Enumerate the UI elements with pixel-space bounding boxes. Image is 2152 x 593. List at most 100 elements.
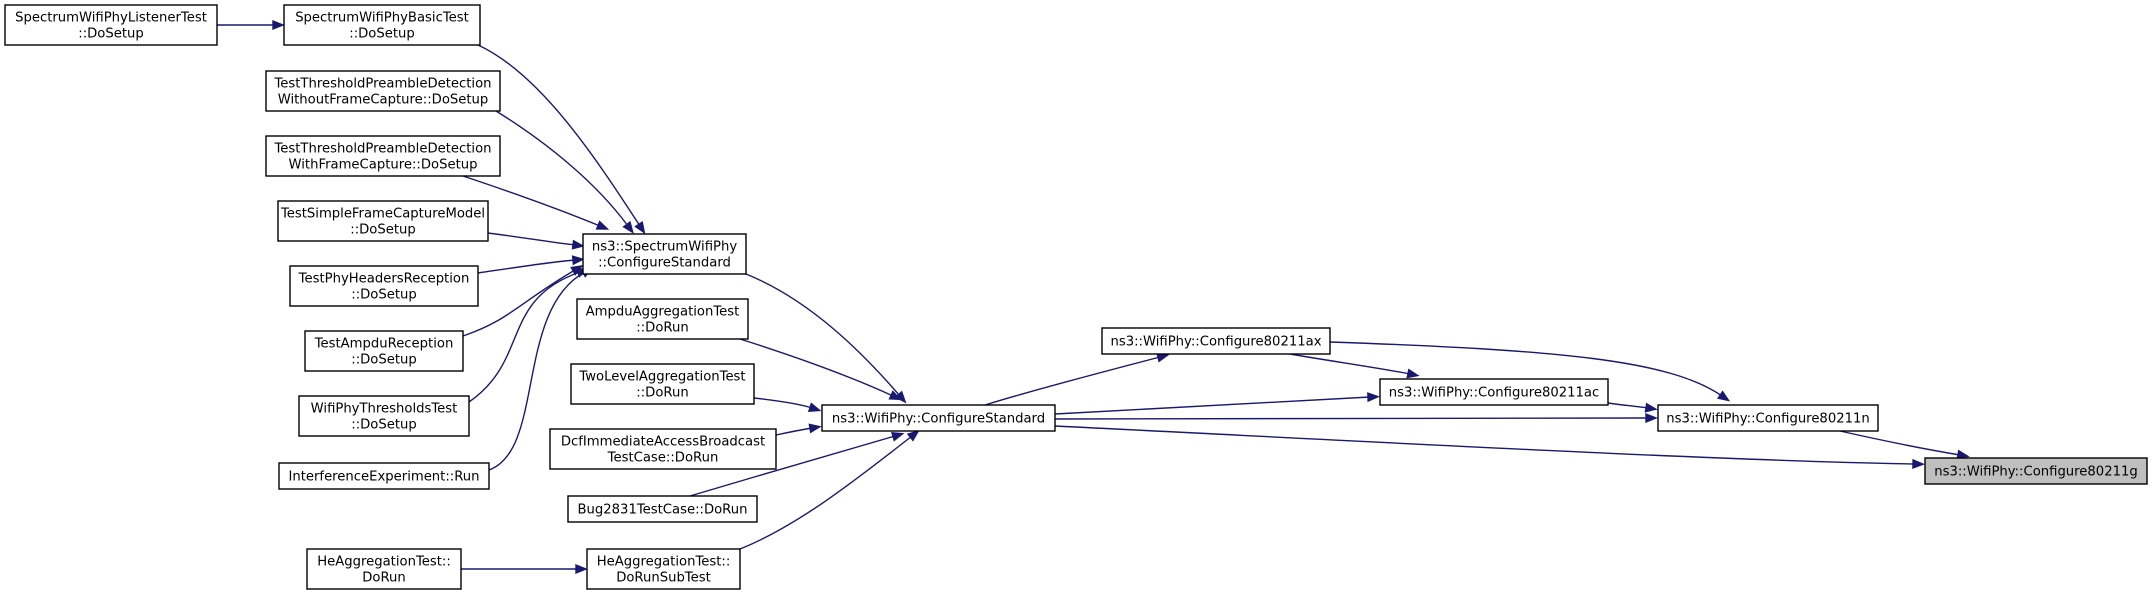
arrowhead [807, 402, 822, 412]
arrowhead [906, 429, 920, 442]
arrowhead [634, 220, 646, 235]
node-label-line: ns3::WifiPhy::Configure80211ac [1389, 386, 1599, 401]
node-label-line: TestThresholdPreambleDetection [273, 77, 491, 92]
node-simple-fc[interactable]: TestSimpleFrameCaptureModel::DoSetup [277, 200, 489, 242]
node-tpd-with[interactable]: TestThresholdPreambleDetectionWithFrameC… [265, 135, 501, 177]
node-dcf[interactable]: DcfImmediateAccessBroadcastTestCase::DoR… [549, 428, 777, 470]
node-box [1101, 327, 1331, 355]
node-tpd-without[interactable]: TestThresholdPreambleDetectionWithoutFra… [265, 70, 501, 112]
node-basic[interactable]: SpectrumWifiPhyBasicTest::DoSetup [283, 4, 481, 46]
node-label-line: ns3::WifiPhy::Configure80211g [1934, 465, 2138, 480]
node-box [304, 330, 464, 372]
edge-dcf-to-wifi_cfg [775, 423, 822, 436]
edge-thresholds-to-spectrum_cfg [468, 268, 590, 403]
node-label-line: WithoutFrameCapture::DoSetup [278, 93, 489, 108]
node-box [277, 200, 489, 242]
edge-two_level-to-wifi_cfg [753, 397, 822, 412]
edge-he_dorun-to-he_subtest [461, 563, 588, 575]
node-wifi-cfg[interactable]: ns3::WifiPhy::ConfigureStandard [821, 404, 1056, 432]
edge-tpd_with-to-spectrum_cfg [462, 175, 610, 230]
node-label-line: ::DoSetup [350, 223, 416, 238]
node-label-line: TestThresholdPreambleDetection [273, 142, 491, 157]
node-box [1379, 378, 1609, 406]
arrowhead [1644, 402, 1658, 413]
arrowhead [1406, 368, 1420, 379]
node-cfg-ax[interactable]: ns3::WifiPhy::Configure80211ax [1101, 327, 1331, 355]
node-interference[interactable]: InterferenceExperiment::Run [278, 462, 490, 490]
node-label-line: HeAggregationTest:: [317, 555, 451, 570]
node-label-line: Bug2831TestCase::DoRun [578, 503, 748, 518]
node-ampdu-rx[interactable]: TestAmpduReception::DoSetup [304, 330, 464, 372]
node-label-line: WifiPhyThresholdsTest [311, 402, 458, 417]
node-he-subtest[interactable]: HeAggregationTest::DoRunSubTest [586, 548, 741, 590]
edge-wifi_cfg-to-cfg_g [1054, 425, 1925, 469]
edge-simple_fc-to-spectrum_cfg [487, 232, 585, 250]
arrowhead [595, 220, 610, 230]
arrowhead [1645, 412, 1658, 424]
edge-cfg_ac-to-cfg_n [1607, 402, 1658, 413]
node-two-level[interactable]: TwoLevelAggregationTest::DoRun [570, 363, 755, 405]
node-box [570, 363, 755, 405]
node-label-line: ::DoSetup [349, 27, 415, 42]
arrowhead [1367, 392, 1380, 403]
node-label-line: ns3::SpectrumWifiPhy [592, 240, 737, 255]
arrowhead [571, 239, 585, 250]
nodes-layer: SpectrumWifiPhyListenerTest::DoSetupSpec… [4, 4, 2148, 590]
node-label-line: TestAmpduReception [314, 337, 454, 352]
node-label-line: ::DoSetup [351, 288, 417, 303]
node-box [576, 298, 749, 340]
edge-listener-to-basic [217, 19, 285, 31]
node-label-line: TwoLevelAggregationTest [578, 370, 745, 385]
node-ampdu-agg[interactable]: AmpduAggregationTest::DoRun [576, 298, 749, 340]
node-label-line: ns3::WifiPhy::Configure80211ax [1110, 335, 1321, 350]
node-listener[interactable]: SpectrumWifiPhyListenerTest::DoSetup [4, 4, 218, 46]
node-label-line: ::DoSetup [351, 353, 417, 368]
node-label-line: SpectrumWifiPhyBasicTest [295, 11, 469, 26]
node-label-line: HeAggregationTest:: [597, 555, 731, 570]
edge-ampdu_agg-to-wifi_cfg [739, 338, 902, 401]
edge-spectrum_cfg-to-wifi_cfg [745, 273, 907, 404]
node-label-line: ns3::WifiPhy::ConfigureStandard [832, 412, 1045, 427]
node-bug2831[interactable]: Bug2831TestCase::DoRun [567, 495, 758, 523]
arrowhead [808, 423, 822, 434]
edge-cfg_ax-to-cfg_ac [1289, 353, 1420, 379]
arrowhead [888, 390, 902, 401]
node-label-line: TestCase::DoRun [607, 451, 719, 466]
node-box [1657, 404, 1879, 432]
node-box [298, 395, 470, 437]
node-label-line: ::ConfigureStandard [598, 256, 731, 271]
node-label-line: ns3::WifiPhy::Configure80211n [1666, 412, 1870, 427]
node-label-line: SpectrumWifiPhyListenerTest [15, 11, 207, 26]
arrowhead [571, 255, 585, 266]
arrowhead [890, 431, 905, 442]
edges-layer [217, 19, 1970, 575]
node-cfg-g[interactable]: ns3::WifiPhy::Configure80211g [1924, 457, 2148, 485]
node-phy-headers[interactable]: TestPhyHeadersReception::DoSetup [289, 265, 479, 307]
edge-cfg_ax-to-cfg_n [1329, 341, 1731, 402]
edge-bug2831-to-wifi_cfg [689, 431, 905, 497]
edge-wifi_cfg-to-cfg_ac [1054, 392, 1380, 415]
node-spectrum-cfg[interactable]: ns3::SpectrumWifiPhy::ConfigureStandard [582, 233, 747, 275]
edge-he_subtest-to-wifi_cfg [739, 429, 920, 550]
node-he-dorun[interactable]: HeAggregationTest::DoRun [306, 548, 462, 590]
node-box [306, 548, 462, 590]
node-box [265, 70, 501, 112]
edge-cfg_n-to-cfg_g [1839, 430, 1970, 460]
edge-basic-to-spectrum_cfg [477, 44, 646, 235]
node-cfg-n[interactable]: ns3::WifiPhy::Configure80211n [1657, 404, 1879, 432]
node-box [4, 4, 218, 46]
node-label-line: WithFrameCapture::DoSetup [289, 158, 478, 173]
node-box [567, 495, 758, 523]
node-box [289, 265, 479, 307]
edge-wifi_cfg-to-cfg_n [1054, 412, 1658, 424]
node-label-line: TestPhyHeadersReception [298, 272, 470, 287]
node-box [821, 404, 1056, 432]
arrowhead [575, 563, 588, 575]
node-cfg-ac[interactable]: ns3::WifiPhy::Configure80211ac [1379, 378, 1609, 406]
node-thresholds[interactable]: WifiPhyThresholdsTest::DoSetup [298, 395, 470, 437]
arrowhead [1156, 352, 1170, 363]
node-label-line: AmpduAggregationTest [586, 305, 740, 320]
node-label-line: ::DoSetup [351, 418, 417, 433]
node-box [586, 548, 741, 590]
